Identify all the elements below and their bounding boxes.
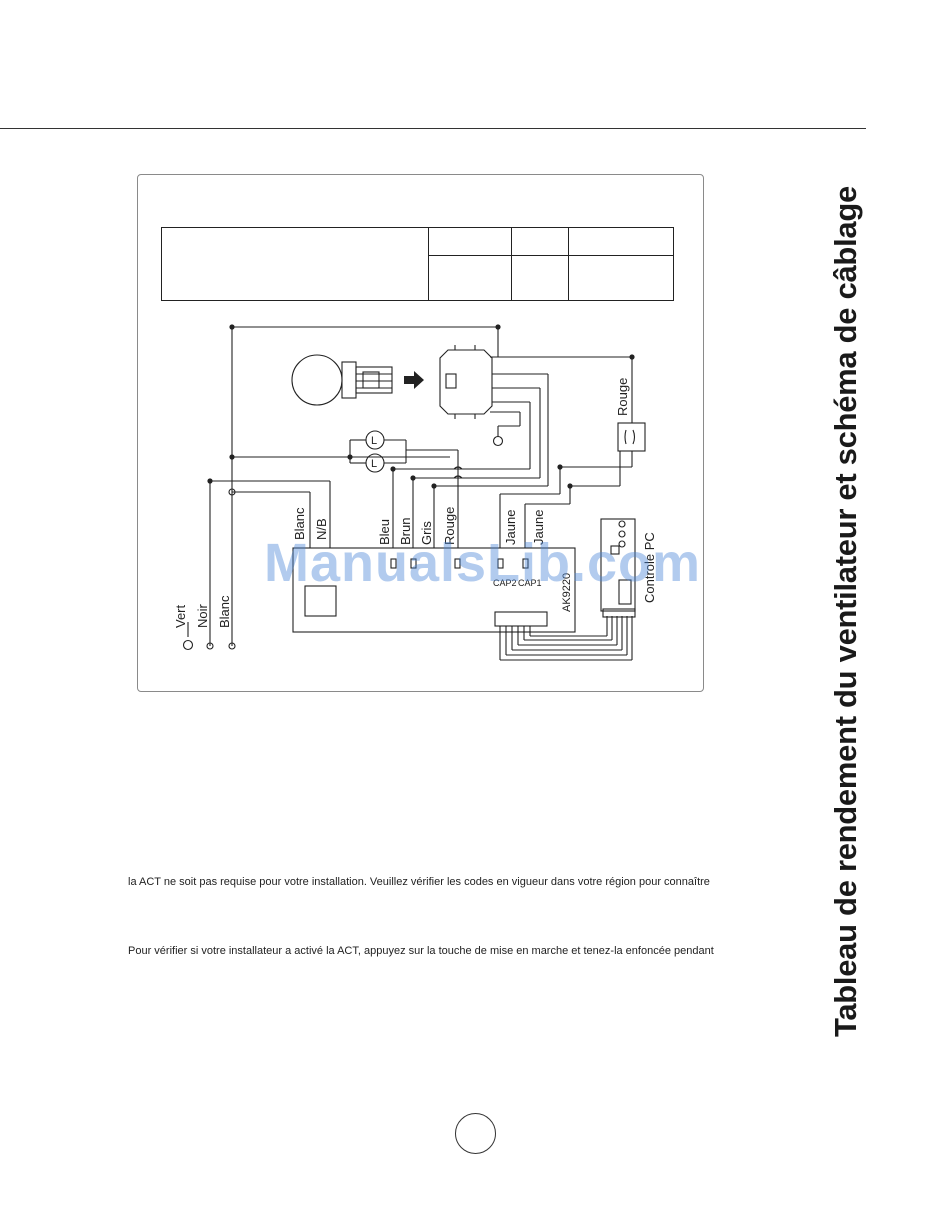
label-rouge-right: Rouge xyxy=(615,378,630,416)
table-cell xyxy=(428,227,512,256)
label-board: AK9220 xyxy=(561,573,573,612)
table-cell xyxy=(568,255,674,301)
table-cell xyxy=(428,255,512,301)
label-blanc-bottom: Blanc xyxy=(217,595,232,628)
page-number-circle xyxy=(455,1113,496,1154)
watermark: ManualsLib.com xyxy=(264,533,702,593)
label-jaune-2: Jaune xyxy=(531,510,546,545)
body-text-line-1: la ACT ne soit pas requise pour votre in… xyxy=(128,876,710,888)
body-text-line-2: Pour vérifier si votre installateur a ac… xyxy=(128,945,714,957)
header-rule xyxy=(0,128,866,129)
table-cell-label xyxy=(161,227,429,301)
table-cell xyxy=(511,227,569,256)
table-cell xyxy=(568,227,674,256)
label-lamp-1: L xyxy=(371,435,377,447)
label-blanc-top: Blanc xyxy=(292,507,307,540)
side-title: Tableau de rendement du ventilateur et s… xyxy=(828,186,863,1037)
label-gris: Gris xyxy=(419,521,434,545)
label-cap2: CAP2 xyxy=(493,578,517,588)
label-nb: N/B xyxy=(314,518,329,540)
label-rouge-left: Rouge xyxy=(442,507,457,545)
label-jaune-1: Jaune xyxy=(503,510,518,545)
label-brun: Brun xyxy=(398,518,413,545)
label-lamp-2: L xyxy=(371,458,377,470)
table-cell xyxy=(511,255,569,301)
label-controle-pc: Controle PC xyxy=(642,532,657,603)
wiring-diagram: Blanc N/B Bleu Brun Gris Rouge Jaune Jau… xyxy=(173,324,657,661)
performance-table xyxy=(161,227,674,301)
label-bleu: Bleu xyxy=(377,519,392,545)
label-vert: Vert xyxy=(173,604,188,628)
label-cap1: CAP1 xyxy=(518,578,542,588)
label-noir: Noir xyxy=(195,603,210,628)
